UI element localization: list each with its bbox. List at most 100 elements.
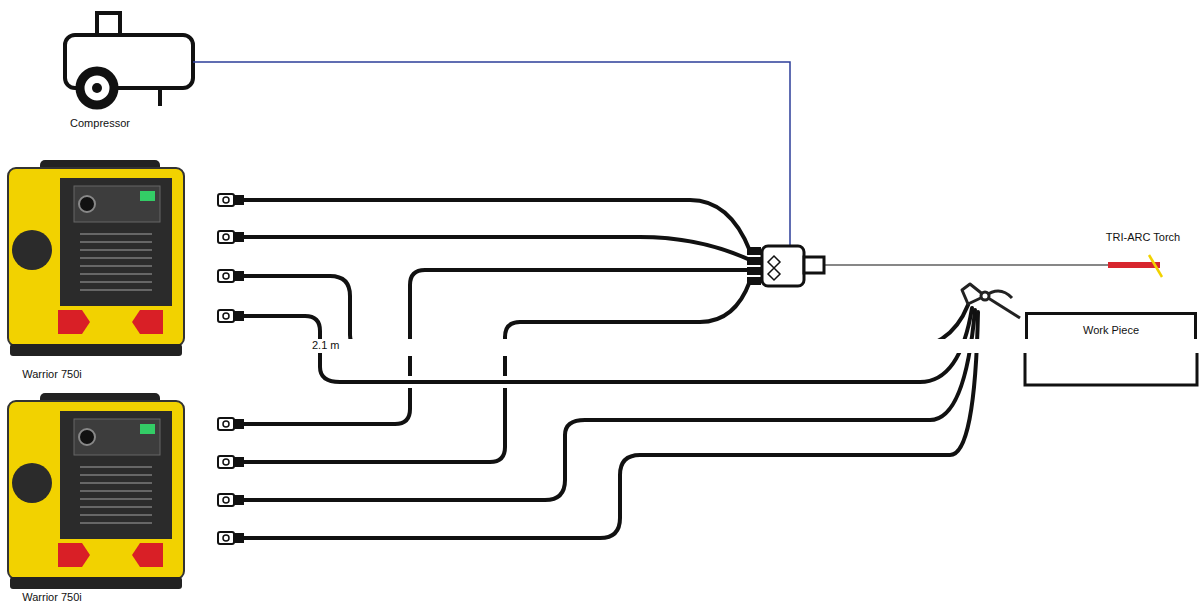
lug-sleeve bbox=[234, 419, 244, 429]
lug-ring bbox=[218, 494, 234, 506]
lug-hole bbox=[223, 234, 229, 240]
terminal-sign: + bbox=[0, 573, 803, 588]
torch-electrode bbox=[1149, 255, 1162, 277]
lug-sleeve bbox=[234, 311, 244, 321]
lug-hole bbox=[223, 197, 229, 203]
welder-knob bbox=[79, 429, 95, 445]
welder-display bbox=[140, 424, 155, 434]
lug-ring bbox=[218, 532, 234, 544]
welding-cables bbox=[242, 200, 978, 538]
positive-cable bbox=[242, 237, 750, 260]
lug-sleeve bbox=[234, 271, 244, 281]
terminal-sign: - bbox=[0, 354, 803, 369]
clamp-lower-jaw bbox=[985, 296, 1020, 318]
compressor-icon bbox=[65, 13, 193, 106]
clamp-pivot bbox=[981, 292, 989, 300]
cable-lug bbox=[218, 456, 244, 468]
welder-front-panel bbox=[60, 411, 172, 539]
polarity-marker: - bbox=[0, 390, 750, 405]
lug-hole bbox=[223, 273, 229, 279]
connector-socket bbox=[747, 247, 761, 255]
connector-socket bbox=[747, 277, 761, 285]
compressor-leg bbox=[158, 88, 162, 106]
polarity-marker: + bbox=[0, 375, 672, 390]
compressor-wheel bbox=[80, 71, 114, 105]
lug-hole bbox=[223, 313, 229, 319]
positive-cable bbox=[242, 281, 750, 462]
welder-vents bbox=[80, 467, 152, 523]
welder-display bbox=[140, 191, 155, 201]
positive-cable bbox=[242, 200, 750, 251]
welder-machine bbox=[8, 160, 184, 356]
cable-lug bbox=[218, 194, 244, 206]
lug-sleeve bbox=[234, 495, 244, 505]
lug-ring bbox=[218, 194, 234, 206]
lug-sleeve bbox=[234, 195, 244, 205]
welder-label: Warrior 750i bbox=[22, 368, 82, 381]
lug-hole bbox=[223, 459, 229, 465]
welder-front-panel bbox=[60, 178, 172, 306]
lug-hole bbox=[223, 535, 229, 541]
node-text: TRI-ARC Torch bbox=[1106, 231, 1180, 244]
air-hose bbox=[193, 62, 790, 246]
compressor-label: Compressor bbox=[70, 117, 130, 130]
lug-sleeve bbox=[234, 232, 244, 242]
welder-housing bbox=[8, 401, 184, 579]
welder-machine bbox=[8, 393, 184, 589]
positive-marker bbox=[58, 543, 90, 567]
ground-clamp bbox=[962, 284, 1020, 318]
terminal-sign: + bbox=[0, 194, 803, 209]
lug-sleeve bbox=[234, 533, 244, 543]
cable-lug bbox=[218, 270, 244, 282]
cable-lug bbox=[218, 494, 244, 506]
welder-knob bbox=[79, 196, 95, 212]
welder-housing bbox=[8, 168, 184, 346]
lug-ring bbox=[218, 270, 234, 282]
compressor-hub bbox=[92, 83, 102, 93]
lug-ring bbox=[218, 310, 234, 322]
welding-cables bbox=[242, 276, 972, 382]
cable-lug bbox=[218, 231, 244, 243]
connector-marks bbox=[768, 256, 780, 280]
lug-ring bbox=[218, 231, 234, 243]
torch-lead bbox=[824, 264, 1110, 265]
welder-logo bbox=[12, 230, 52, 270]
cable-length: 2.1 m bbox=[310, 339, 1200, 352]
welder-control-panel bbox=[74, 419, 160, 455]
welder-base bbox=[10, 577, 182, 589]
positive-marker bbox=[58, 310, 90, 334]
lug-sleeve bbox=[234, 457, 244, 467]
cable-connector bbox=[747, 246, 824, 286]
node-text: Warrior 750i bbox=[22, 591, 82, 604]
torch-body bbox=[1108, 262, 1160, 268]
terminal-lugs bbox=[218, 194, 244, 544]
connector-nozzle bbox=[804, 257, 824, 273]
compressor-handle bbox=[97, 13, 120, 35]
lug-ring bbox=[218, 418, 234, 430]
connector-socket bbox=[747, 257, 761, 265]
torch-label: TRI-ARC Torch bbox=[1106, 231, 1180, 244]
connector-body bbox=[762, 246, 804, 286]
negative-marker bbox=[132, 310, 163, 334]
terminal-sign: - bbox=[0, 299, 803, 314]
welder-control-panel bbox=[74, 186, 160, 222]
node-text: Warrior 750i bbox=[22, 368, 82, 381]
cable-crossing-gaps bbox=[335, 350, 900, 382]
negative-marker bbox=[132, 543, 163, 567]
terminal-sign: + bbox=[0, 520, 803, 535]
terminal-sign: + bbox=[0, 246, 803, 261]
lug-hole bbox=[223, 497, 229, 503]
welder-vents bbox=[80, 234, 152, 290]
node-text: Compressor bbox=[70, 117, 130, 130]
lug-hole bbox=[223, 421, 229, 427]
cable-lug bbox=[218, 532, 244, 544]
cable-lug bbox=[218, 310, 244, 322]
cable-lug bbox=[218, 418, 244, 430]
connector-socket bbox=[747, 267, 761, 275]
work-piece-plate bbox=[1025, 348, 1197, 385]
welder-base bbox=[10, 344, 182, 356]
welder-logo bbox=[12, 463, 52, 503]
welder-label: Warrior 750i bbox=[22, 591, 82, 604]
